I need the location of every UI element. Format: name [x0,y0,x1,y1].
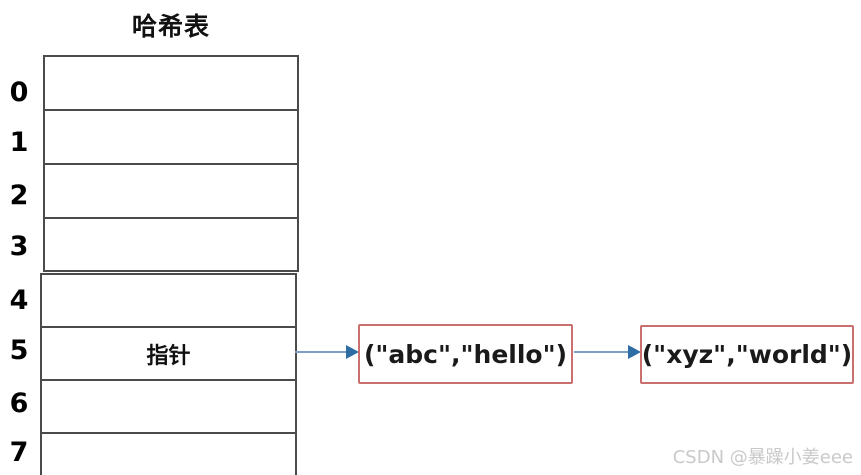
bucket-index-2: 2 [9,180,29,211]
arrow-line-table-to-node1 [295,351,348,353]
diagram-title: 哈希表 [131,12,210,41]
bucket-row-5-pointer-cell: 指针 [42,328,295,381]
bucket-row-6 [42,381,295,434]
bucket-row-0 [45,57,297,111]
hash-table-upper-section [43,55,299,272]
bucket-index-7: 7 [9,437,29,468]
bucket-index-3: 3 [9,231,29,262]
bucket-index-6: 6 [9,388,29,419]
arrow-head-icon [346,345,359,359]
bucket-index-4: 4 [9,285,29,316]
bucket-index-5: 5 [9,335,29,366]
node-label: ("abc","hello") [363,339,568,369]
bucket-index-0: 0 [9,77,29,108]
hash-table-lower-section: 指针 [40,273,297,475]
watermark: CSDN @暴躁小姜eee [672,447,853,468]
list-node-2: ("xyz","world") [640,325,854,384]
bucket-row-1 [45,111,297,165]
bucket-row-2 [45,165,297,219]
bucket-row-3 [45,219,297,275]
bucket-row-7 [42,434,295,475]
arrow-line-node1-to-node2 [574,351,630,353]
pointer-label: 指针 [146,343,191,369]
arrow-head-icon [628,345,641,359]
bucket-index-1: 1 [9,127,29,158]
bucket-row-4 [42,275,295,328]
node-label: ("xyz","world") [641,340,853,369]
list-node-1: ("abc","hello") [358,324,573,384]
